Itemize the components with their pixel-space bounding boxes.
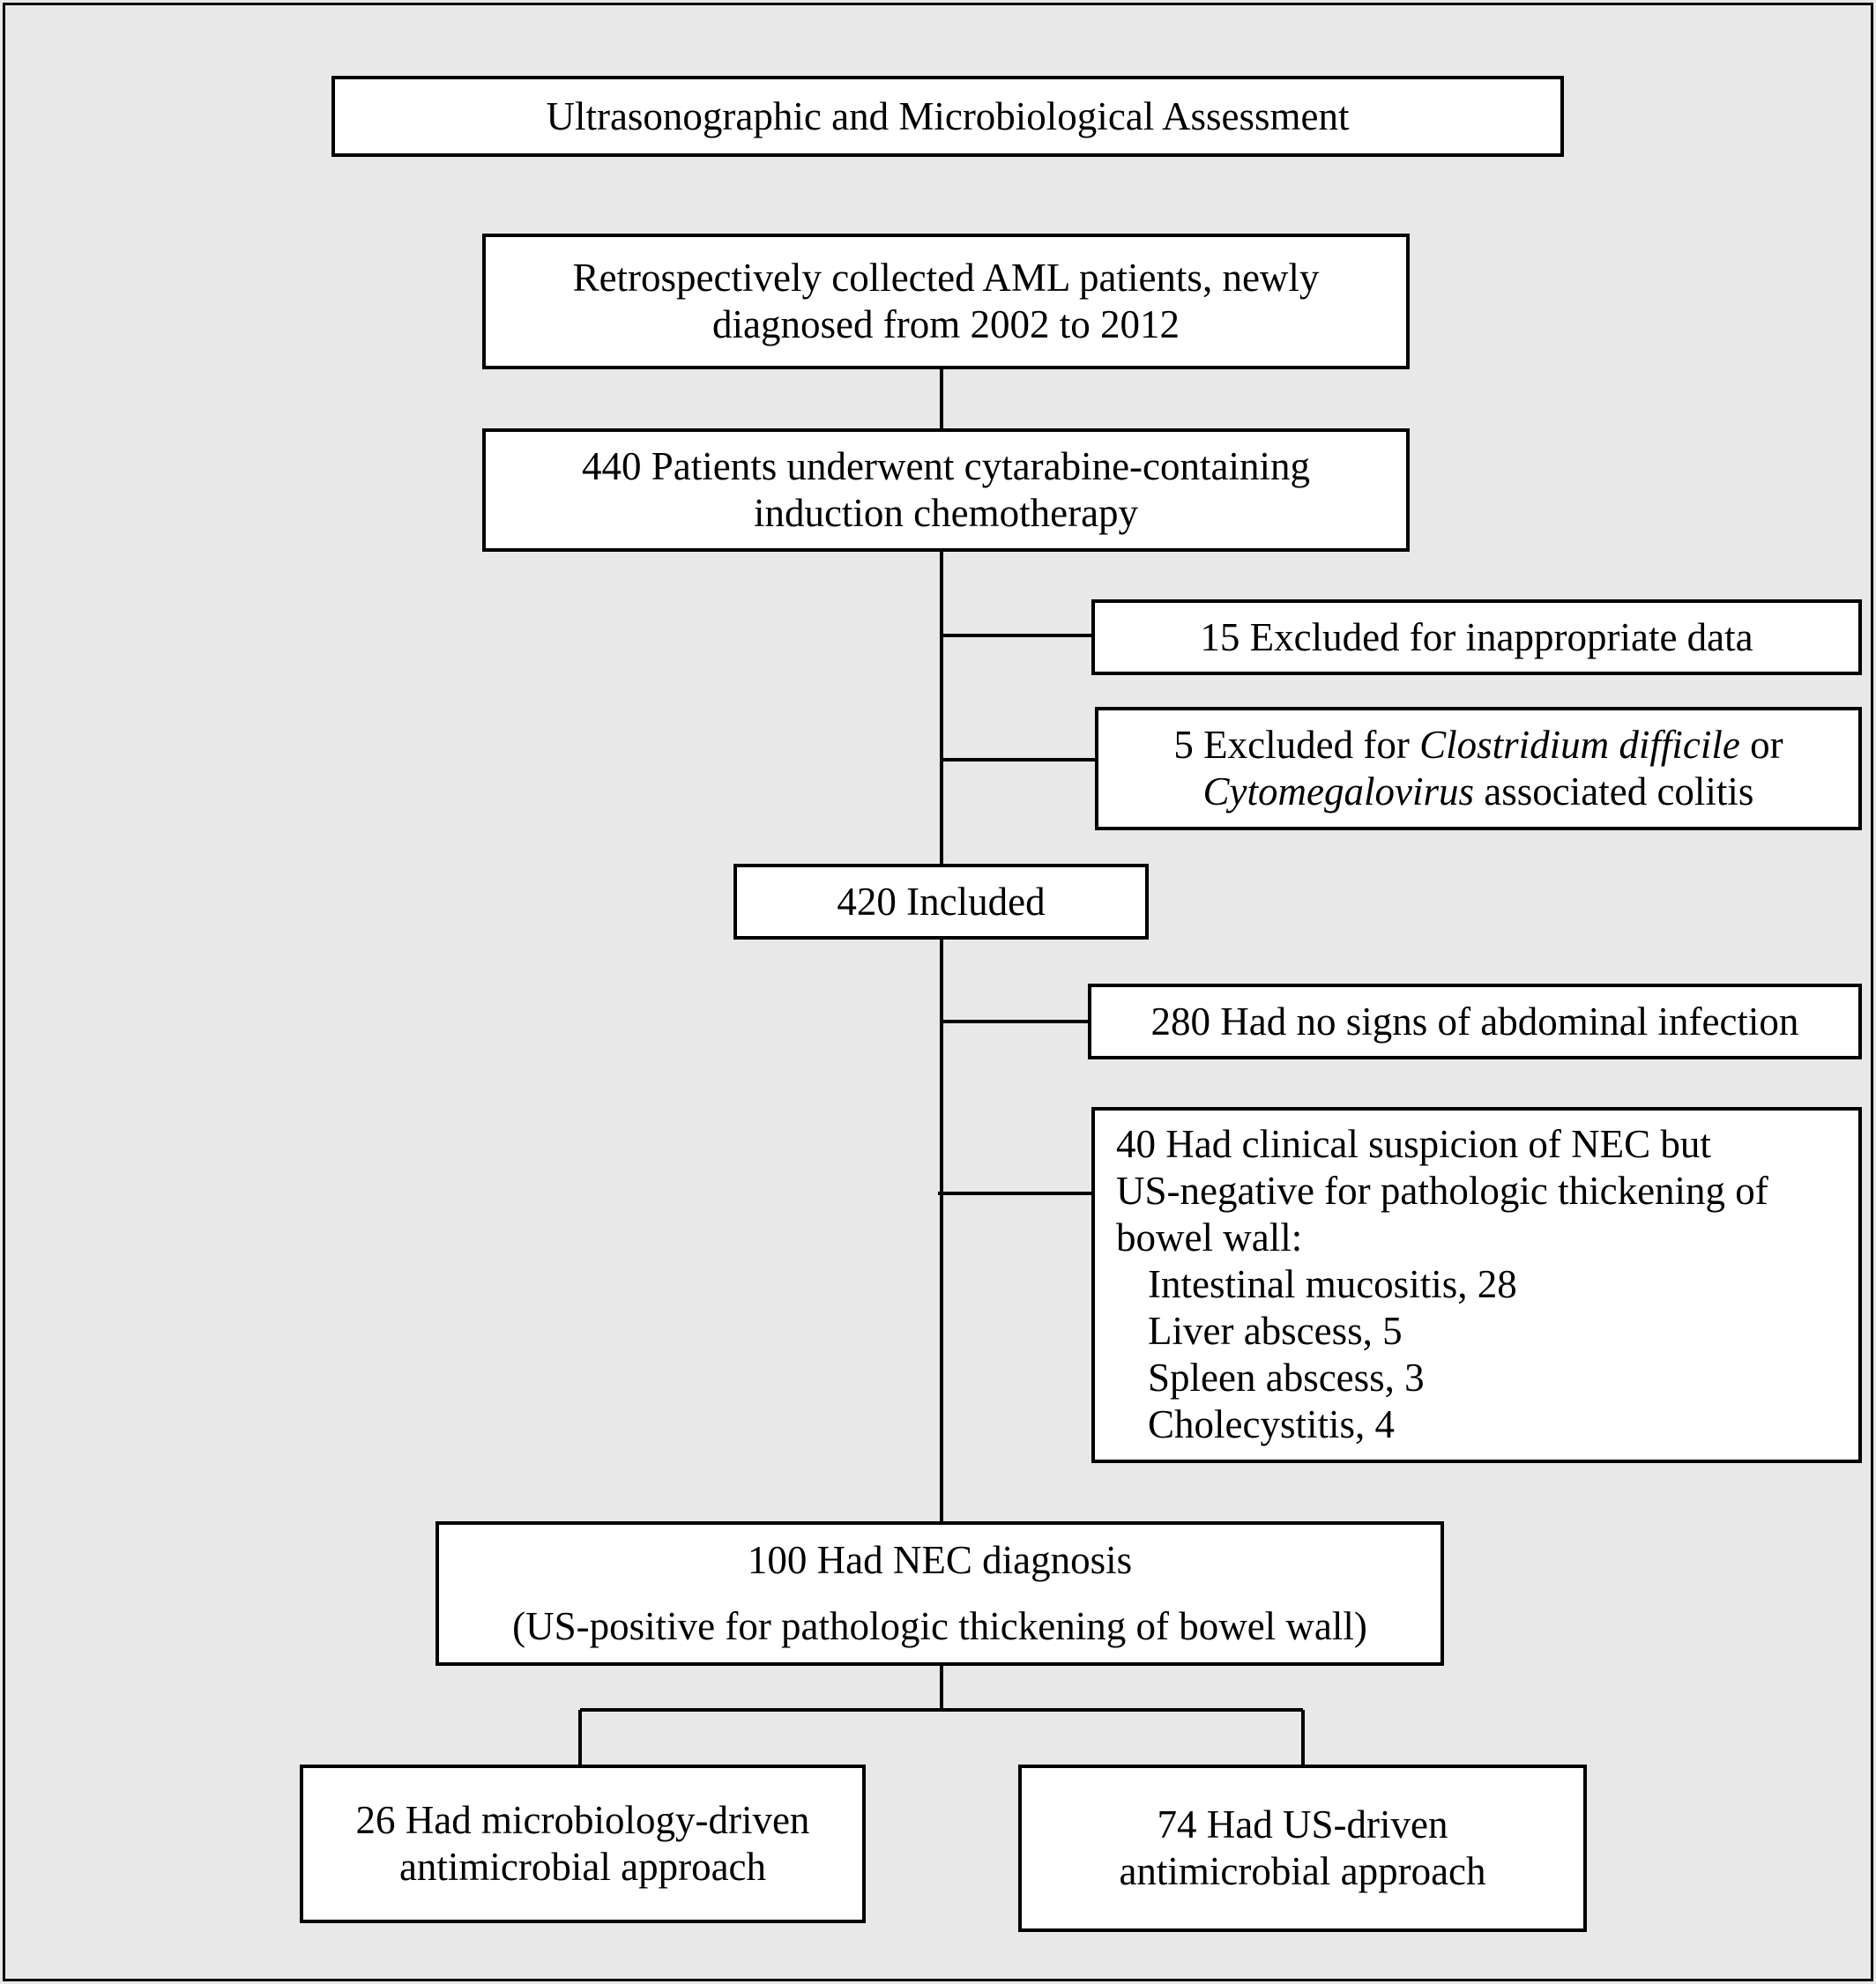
excluded-data-box: 15 Excluded for inappropriate data [1091,599,1862,675]
excluded-colitis-box: 5 Excluded for Clostridium difficile or … [1095,707,1862,830]
us-box: 74 Had US-driven antimicrobial approach [1018,1765,1587,1932]
underwent-line-2: induction chemotherapy [753,491,1139,535]
clostridium-label: Clostridium difficile [1419,723,1740,767]
nec-box: 100 Had NEC diagnosis (US-positive for p… [436,1521,1444,1666]
micro-box: 26 Had microbiology-driven antimicrobial… [300,1765,866,1923]
excluded-data-text: 15 Excluded for inappropriate data [1200,614,1753,659]
collected-line-1: Retrospectively collected AML patients, … [572,256,1320,300]
excluded-colitis-line-1: 5 Excluded for Clostridium difficile or [1173,723,1783,767]
us-line-1: 74 Had US-driven [1157,1802,1448,1847]
underwent-line-1: 440 Patients underwent cytarabine-contai… [582,444,1310,488]
suspicion-line-1: 40 Had clinical suspicion of NEC but [1116,1122,1711,1166]
title-box: Ultrasonographic and Microbiological Ass… [331,76,1564,157]
suspicion-line-3: bowel wall: [1116,1215,1303,1260]
no-signs-text: 280 Had no signs of abdominal infection [1150,999,1799,1044]
suspicion-item: Cholecystitis, 4 [1148,1402,1395,1446]
suspicion-box: 40 Had clinical suspicion of NEC but US-… [1091,1107,1862,1463]
micro-line-1: 26 Had microbiology-driven [355,1798,810,1842]
nec-line-1: 100 Had NEC diagnosis [747,1538,1133,1582]
us-line-2: antimicrobial approach [1119,1849,1486,1893]
cytomegalovirus-label: Cytomegalovirus [1202,769,1475,814]
no-signs-box: 280 Had no signs of abdominal infection [1088,984,1862,1059]
suspicion-line-2: US-negative for pathologic thickening of [1116,1169,1768,1213]
collected-line-2: diagnosed from 2002 to 2012 [712,302,1180,346]
underwent-box: 440 Patients underwent cytarabine-contai… [482,428,1410,552]
excluded-colitis-line-2: Cytomegalovirus associated colitis [1202,769,1754,814]
suspicion-item: Intestinal mucositis, 28 [1148,1262,1517,1306]
title-text: Ultrasonographic and Microbiological Ass… [546,93,1350,138]
included-box: 420 Included [733,864,1149,940]
nec-line-2: (US-positive for pathologic thickening o… [512,1604,1367,1648]
suspicion-item: Liver abscess, 5 [1148,1309,1403,1353]
included-text: 420 Included [837,879,1046,924]
suspicion-item: Spleen abscess, 3 [1148,1356,1425,1400]
micro-line-2: antimicrobial approach [398,1845,767,1889]
collected-box: Retrospectively collected AML patients, … [482,234,1410,369]
